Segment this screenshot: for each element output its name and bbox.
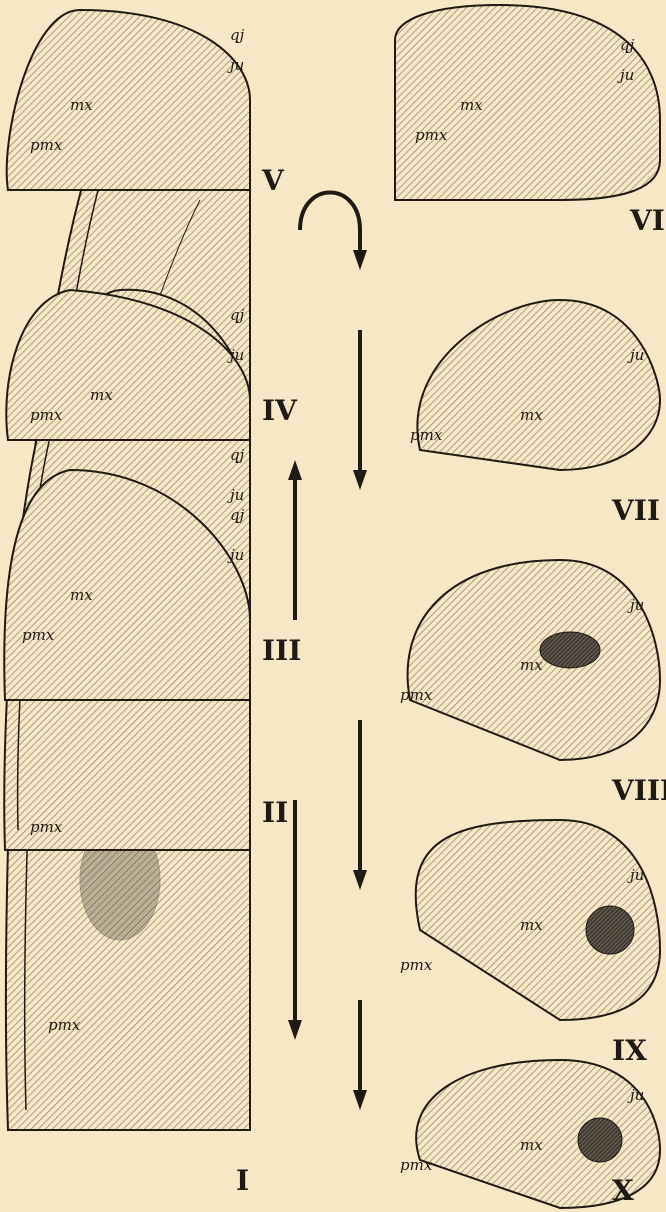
label-ju-VIII: ju: [627, 596, 644, 614]
label-pmx-I: pmx: [48, 1016, 81, 1034]
roman-numeral-VI: VI: [629, 204, 665, 237]
arrow-I-to-II: [288, 800, 302, 1040]
arrow-III-to-IV: [288, 460, 302, 620]
roman-numeral-VIII: VIII: [611, 774, 666, 807]
label-mx-III: mx: [70, 586, 93, 604]
label-mx-IX: mx: [520, 916, 543, 934]
roman-numeral-IV: IV: [262, 394, 298, 427]
label-pmx-VII: pmx: [410, 426, 443, 444]
skull-IX: pmx ju mx IX: [400, 820, 660, 1067]
label-pmx-V: pmx: [30, 136, 63, 154]
skull-V: pmx mx ju qj V: [7, 10, 285, 197]
label-ju-IV: ju: [227, 346, 244, 364]
label-ju-VI: ju: [617, 66, 634, 84]
skull-IV: pmx mx ju qj IV: [6, 290, 298, 440]
label-ju-II: ju: [227, 486, 244, 504]
label-qj-V: qj: [230, 26, 245, 44]
label-pmx-III: pmx: [22, 626, 55, 644]
label-qj-II: qj: [230, 446, 245, 464]
roman-numeral-VII: VII: [611, 494, 660, 527]
roman-numeral-V: V: [261, 164, 285, 197]
skull-VII: pmx ju mx VII: [410, 300, 660, 527]
roman-numeral-III: III: [262, 634, 301, 667]
skull-VIII: pmx ju mx VIII: [400, 560, 666, 807]
label-pmx-VI: pmx: [415, 126, 448, 144]
label-mx-IV: mx: [90, 386, 113, 404]
arrow-VIII-to-IX: [353, 720, 367, 890]
label-qj-IV: qj: [230, 306, 245, 324]
skull-III: pmx mx ju qj III: [4, 470, 301, 700]
roman-numeral-IX: IX: [612, 1034, 647, 1067]
arrow-IX-to-X: [353, 1000, 367, 1110]
label-ju-III: ju: [227, 546, 244, 564]
label-mx-X: mx: [520, 1136, 543, 1154]
label-pmx-IX: pmx: [400, 956, 433, 974]
label-mx-V: mx: [70, 96, 93, 114]
label-ju-VII: ju: [627, 346, 644, 364]
label-pmx-IV: pmx: [30, 406, 63, 424]
label-qj-III: qj: [230, 506, 245, 524]
label-mx-VII: mx: [520, 406, 543, 424]
label-pmx-VIII: pmx: [400, 686, 433, 704]
label-mx-VIII: mx: [520, 656, 543, 674]
arrow-V-to-VI: [300, 193, 367, 271]
skull-X: pmx ju mx X: [400, 1060, 660, 1208]
label-pmx-X: pmx: [400, 1156, 433, 1174]
label-qj-VI: qj: [620, 36, 635, 54]
arrow-VI-to-VII: [353, 330, 367, 490]
roman-numeral-X: X: [612, 1174, 634, 1207]
roman-numeral-I: I: [236, 1164, 249, 1197]
label-pmx-II: pmx: [30, 818, 63, 836]
label-mx-VI: mx: [460, 96, 483, 114]
skull-VI: pmx mx ju qj VI: [395, 5, 665, 237]
label-ju-V: ju: [227, 56, 244, 74]
roman-numeral-II: II: [262, 796, 288, 829]
label-ju-X: ju: [627, 1086, 644, 1104]
label-ju-IX: ju: [627, 866, 644, 884]
